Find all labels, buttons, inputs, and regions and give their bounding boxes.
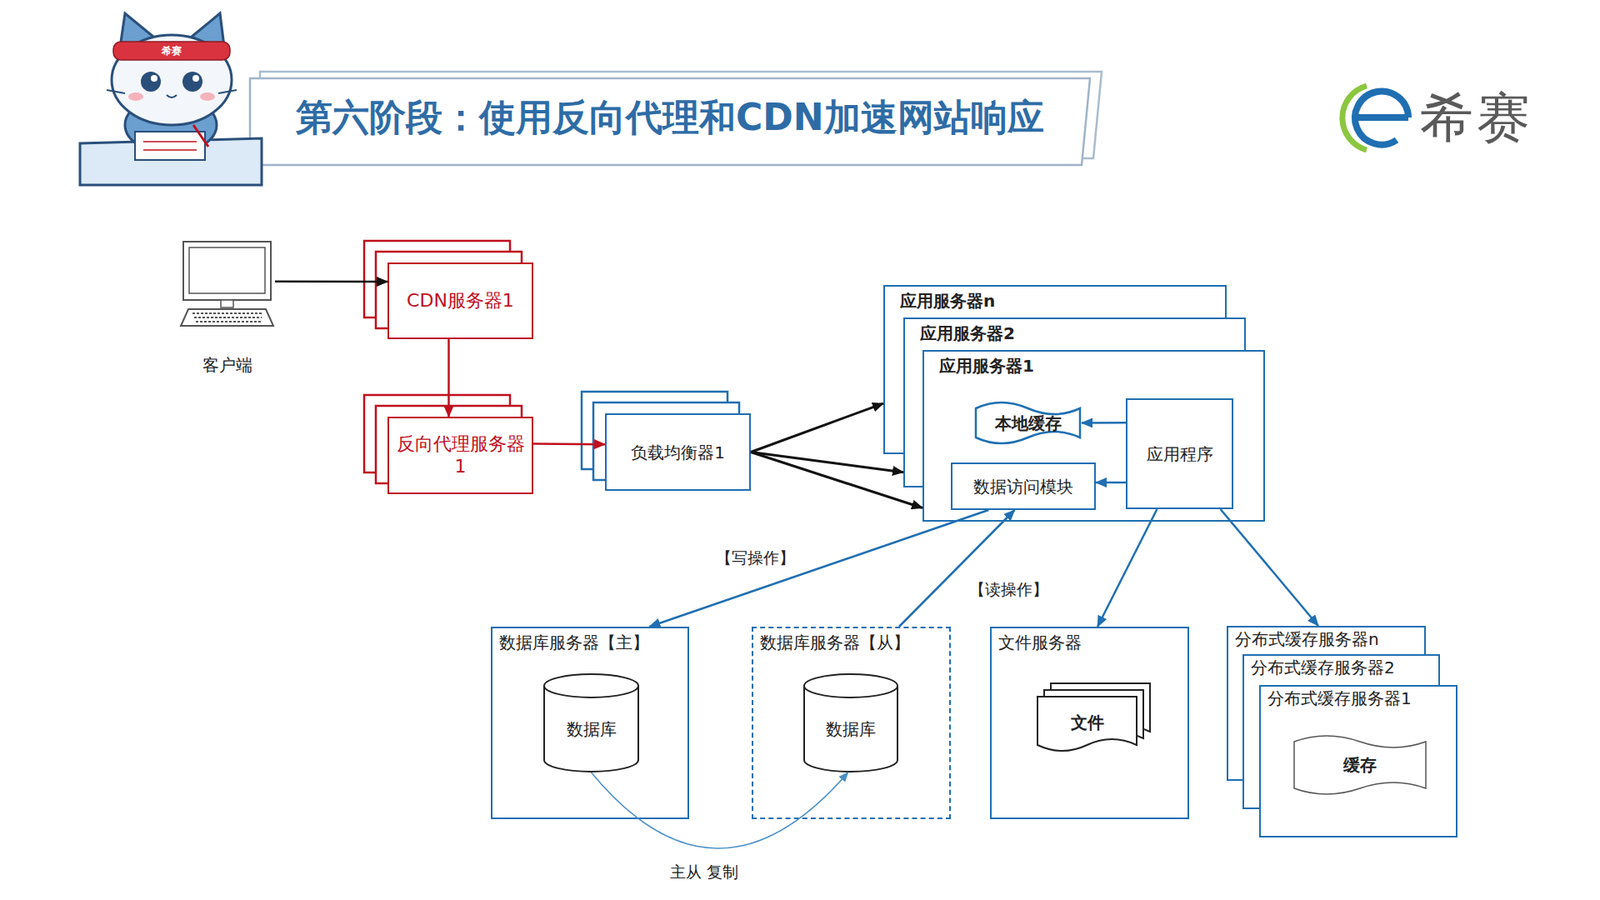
- process-box: 负载均衡器1: [605, 413, 751, 491]
- document-page: [1037, 696, 1137, 751]
- node-heading: 分布式缓存服务器n: [1235, 629, 1380, 650]
- edge-label: 【读操作】: [969, 579, 1049, 601]
- server-box: 应用服务器1 本地缓存数据访问模块 应用程序: [922, 350, 1265, 522]
- server-box: 文件服务器文件: [990, 626, 1190, 820]
- title: 第六阶段：使用反向代理和CDN加速网站响应: [295, 93, 1045, 143]
- server-box: 数据库服务器【主】数据库: [490, 626, 690, 820]
- node-text: 数据访问模块: [973, 476, 1074, 497]
- file-stack: 文件: [1037, 683, 1150, 755]
- cylinder-top: [804, 674, 898, 698]
- connector: [750, 452, 923, 509]
- client-node: 客户端: [179, 237, 275, 375]
- monitor: [183, 241, 271, 300]
- paper-line: [143, 140, 197, 143]
- database-cylinder: 数据库: [803, 673, 899, 773]
- cache-shape: 本地缓存: [974, 400, 1082, 446]
- connector: [649, 510, 989, 627]
- connector: [750, 452, 904, 473]
- headband: [113, 41, 230, 60]
- node-text: 数据库: [566, 719, 617, 740]
- connector: [750, 403, 884, 452]
- server-box: CDN服务器1: [387, 262, 534, 340]
- cat-head: [111, 35, 232, 125]
- process-box: 数据访问模块: [950, 462, 1096, 510]
- banner-front: [250, 78, 1090, 165]
- node-heading: 数据库服务器【主】: [499, 632, 650, 653]
- edge-label: 【写操作】: [715, 547, 795, 570]
- connector: [1095, 481, 1126, 485]
- node-heading: 文件服务器: [998, 632, 1082, 653]
- keyboard-keys: [195, 320, 262, 323]
- cat-mouth: [166, 95, 177, 98]
- node-heading: 分布式缓存服务器2: [1250, 657, 1395, 678]
- connector: [1220, 509, 1319, 626]
- keyboard-keys: [192, 312, 262, 315]
- node-text: 数据库: [825, 719, 876, 740]
- server-box: 分布式缓存服务器1 缓存: [1259, 685, 1458, 838]
- node-text: 负载均衡器1: [630, 442, 725, 463]
- cat-eye: [140, 71, 161, 92]
- node-heading: 数据库服务器【从】: [760, 632, 910, 653]
- node-text: 应用程序: [1146, 444, 1214, 465]
- pen: [193, 125, 209, 147]
- logo-text: 希赛: [1420, 81, 1534, 155]
- cat-eye: [182, 71, 203, 92]
- node-heading: 应用服务器1: [939, 355, 1035, 376]
- computer-icon: [179, 237, 275, 331]
- whisker: [218, 90, 237, 94]
- server-box: 数据库服务器【从】数据库: [751, 626, 951, 820]
- connector: [1097, 509, 1157, 627]
- connector: [447, 339, 450, 417]
- cat-cheek: [128, 92, 144, 101]
- node-text: 本地缓存: [995, 413, 1062, 434]
- process-box: 应用程序: [1125, 398, 1234, 510]
- node-text: 缓存: [1343, 755, 1377, 775]
- node-text: 反向代理服务器 1: [394, 433, 528, 478]
- eye-highlight: [192, 75, 200, 82]
- headband-text: 希赛: [161, 44, 182, 59]
- cylinder-top: [544, 674, 639, 698]
- keyboard-keys: [194, 316, 262, 319]
- cat-cheek: [200, 92, 215, 101]
- edge-label: 主从 复制: [670, 861, 739, 884]
- node-heading: 应用服务器2: [920, 323, 1015, 344]
- monitor-stand: [220, 300, 234, 308]
- connector: [591, 772, 849, 849]
- wave-shape: [1294, 735, 1426, 795]
- screen: [189, 247, 265, 294]
- server-box: 反向代理服务器 1: [387, 416, 534, 495]
- node-text: 客户端: [202, 355, 253, 375]
- paper-line: [143, 149, 197, 151]
- eye-highlight: [150, 75, 158, 82]
- node-heading: 应用服务器n: [900, 290, 995, 311]
- logo-icon: [1342, 85, 1409, 150]
- mascot-cat: [80, 13, 262, 185]
- database-cylinder: 数据库: [543, 673, 640, 773]
- whisker: [106, 90, 125, 94]
- cache-shape: 缓存: [1292, 733, 1428, 797]
- title-banner: [250, 71, 1102, 165]
- connector: [533, 442, 605, 445]
- node-text: 文件: [1070, 712, 1105, 733]
- node-text: CDN服务器1: [406, 290, 515, 312]
- node-heading: 分布式缓存服务器1: [1267, 688, 1412, 709]
- connector: [899, 510, 1015, 627]
- keyboard: [180, 309, 274, 326]
- logo-e: [1355, 91, 1409, 145]
- logo-bar: [1355, 114, 1409, 121]
- paper: [135, 131, 205, 160]
- connector: [275, 280, 388, 284]
- wave-shape: [975, 402, 1080, 444]
- connector: [1081, 421, 1126, 425]
- stack-backs: [364, 240, 740, 484]
